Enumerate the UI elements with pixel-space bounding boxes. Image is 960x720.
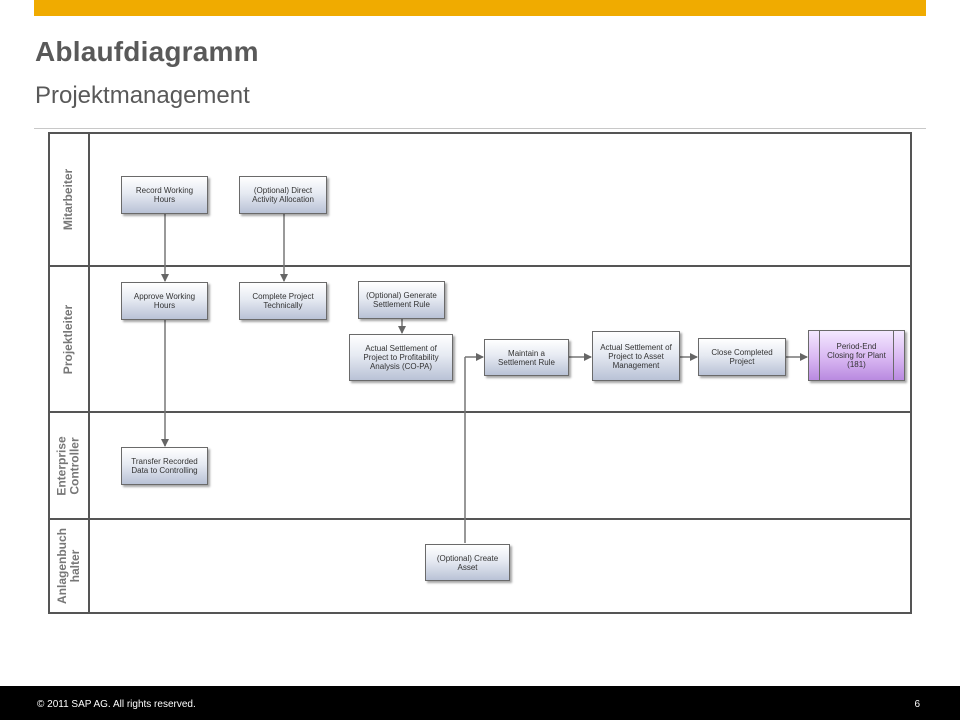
lane-label-text: Projektleiter xyxy=(61,304,76,374)
step-settlement-asset-management: Actual Settlement of Project to Asset Ma… xyxy=(592,331,680,381)
step-record-working-hours: Record Working Hours xyxy=(121,176,208,214)
page-number: 6 xyxy=(914,699,920,710)
swimlane-frame xyxy=(48,132,912,614)
step-label: Transfer Recorded Data to Controlling xyxy=(131,457,198,475)
lane-label-projektleiter: Projektleiter xyxy=(50,267,88,411)
lane-label-anlagenbuchhalter: Anlagenbuch halter xyxy=(50,520,88,612)
subprocess-border-left xyxy=(819,331,820,380)
page-title: Ablaufdiagramm xyxy=(35,36,259,67)
lane-divider xyxy=(48,518,912,520)
lane-divider xyxy=(48,265,912,267)
step-label: (Optional) Direct Activity Allocation xyxy=(252,186,314,204)
step-transfer-recorded-data: Transfer Recorded Data to Controlling xyxy=(121,447,208,485)
lane-label-text: Enterprise Controller xyxy=(55,435,83,496)
step-period-end-closing: Period-End Closing for Plant (181) xyxy=(808,330,905,381)
copyright-text: © 2011 SAP AG. All rights reserved. xyxy=(37,699,196,710)
lane-divider xyxy=(48,411,912,413)
step-maintain-settlement-rule: Maintain a Settlement Rule xyxy=(484,339,569,376)
step-label: Actual Settlement of Project to Profitab… xyxy=(363,344,439,371)
step-label: Maintain a Settlement Rule xyxy=(498,348,555,367)
lane-label-text: Mitarbeiter xyxy=(61,168,76,231)
step-label: Complete Project Technically xyxy=(252,292,314,310)
step-label: Close Completed Project xyxy=(711,348,773,366)
lane-label-text: Anlagenbuch halter xyxy=(55,527,83,605)
step-label: Record Working Hours xyxy=(135,186,194,204)
step-label: Approve Working Hours xyxy=(133,292,196,310)
title-divider xyxy=(34,128,926,129)
step-approve-working-hours: Approve Working Hours xyxy=(121,282,208,320)
page-subtitle: Projektmanagement xyxy=(35,82,250,109)
step-create-asset: (Optional) Create Asset xyxy=(425,544,510,581)
step-generate-settlement-rule: (Optional) Generate Settlement Rule xyxy=(358,281,445,319)
lane-label-enterprise-controller: Enterprise Controller xyxy=(50,413,88,518)
subprocess-border-right xyxy=(893,331,894,380)
step-close-completed-project: Close Completed Project xyxy=(698,338,786,376)
step-label: (Optional) Generate Settlement Rule xyxy=(366,291,437,309)
step-label: (Optional) Create Asset xyxy=(436,553,499,572)
accent-bar xyxy=(34,0,926,16)
footer-bar: © 2011 SAP AG. All rights reserved. 6 xyxy=(0,686,960,720)
step-complete-project-technically: Complete Project Technically xyxy=(239,282,327,320)
step-label: Period-End Closing for Plant (181) xyxy=(827,342,886,369)
step-settlement-copa: Actual Settlement of Project to Profitab… xyxy=(349,334,453,381)
step-direct-activity-allocation: (Optional) Direct Activity Allocation xyxy=(239,176,327,214)
lane-label-mitarbeiter: Mitarbeiter xyxy=(50,134,88,265)
lane-header-separator xyxy=(88,132,90,614)
step-label: Actual Settlement of Project to Asset Ma… xyxy=(600,342,672,370)
